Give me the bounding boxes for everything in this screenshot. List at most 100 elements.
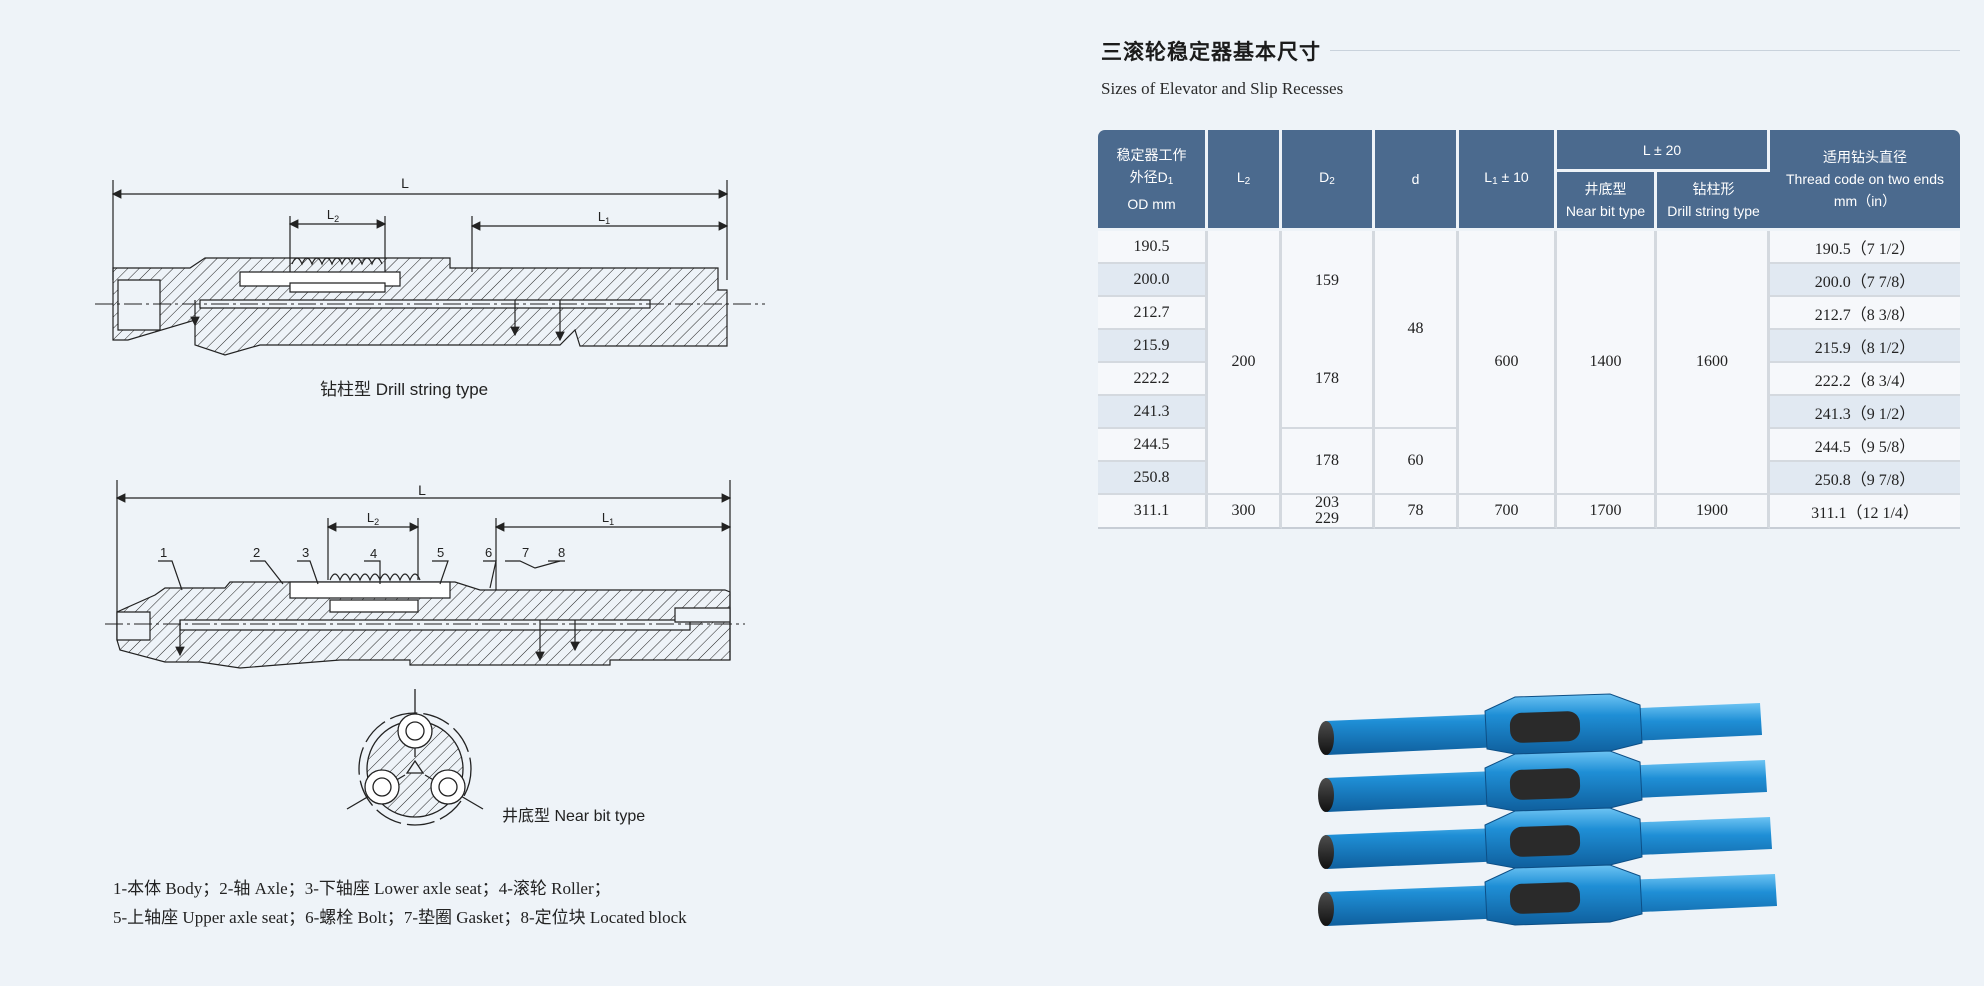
near-label-L1-text: L <box>602 510 609 525</box>
cell-thread: 250.8（9 7/8） <box>1770 462 1960 495</box>
drill-label-L1-text: L <box>598 209 605 224</box>
cell-l2: 200 <box>1208 231 1282 495</box>
stabilizer-4 <box>1318 864 1777 926</box>
near-bit-drawing <box>105 480 745 669</box>
cell-od: 241.3 <box>1098 396 1208 429</box>
cell-near-bit: 1700 <box>1557 495 1657 529</box>
drill-string-drawing <box>95 180 765 356</box>
cell-thread: 241.3（9 1/2） <box>1770 396 1960 429</box>
stabilizer-1 <box>1318 693 1762 755</box>
table-row: 190.5 200 159 48 600 1400 1600 190.5（7 1… <box>1098 231 1960 495</box>
cell-drill-string: 1600 <box>1657 231 1770 495</box>
near-label-L1-sub: 1 <box>609 517 614 527</box>
header-near-bit-cn: 井底型 <box>1584 181 1627 197</box>
drill-string-caption: 钻柱型 Drill string type <box>320 380 489 399</box>
cell-od: 212.7 <box>1098 297 1208 330</box>
table-row: 215.9 178 215.9（8 1/2） <box>1098 330 1960 429</box>
table-row: 212.7 212.7（8 3/8） <box>1098 297 1960 330</box>
cell-d: 78 <box>1375 495 1459 529</box>
table-row: 222.2 222.2（8 3/4） <box>1098 363 1960 396</box>
header-l1-text: L <box>1484 168 1493 185</box>
cell-thread: 222.2（8 3/4） <box>1770 363 1960 396</box>
cell-d2-line2: 229 <box>1315 510 1339 527</box>
header-drill-string-cn: 钻柱形 <box>1692 181 1735 197</box>
header-d2: D2 <box>1282 130 1375 231</box>
cell-d2: 159 <box>1282 231 1375 330</box>
cross-section-drawing <box>346 689 484 826</box>
part-number: 5 <box>437 545 444 560</box>
dimensions-table: 稳定器工作 外径D1 OD mm L2 D2 d L1 ± 10 L ± 20 … <box>1098 130 1960 529</box>
cell-od: 222.2 <box>1098 363 1208 396</box>
part-number: 8 <box>558 545 565 560</box>
cell-thread: 215.9（8 1/2） <box>1770 330 1960 363</box>
header-d2-text: D <box>1319 168 1330 185</box>
header-d: d <box>1375 130 1459 231</box>
cell-d: 48 <box>1375 231 1459 429</box>
part-number: 7 <box>522 545 529 560</box>
part-number: 2 <box>253 545 260 560</box>
near-bit-caption: 井底型 Near bit type <box>502 808 646 825</box>
near-label-L2-text: L <box>367 510 374 525</box>
header-l1: L1 ± 10 <box>1459 130 1557 231</box>
cell-d2-line1: 203 <box>1315 494 1339 511</box>
header-od-sub: 1 <box>1167 175 1174 187</box>
cell-thread: 212.7（8 3/8） <box>1770 297 1960 330</box>
header-l2-sub: 2 <box>1244 175 1251 187</box>
header-l1-tol: ± 10 <box>1501 168 1529 185</box>
header-l2-text: L <box>1236 168 1245 185</box>
cell-od: 200.0 <box>1098 264 1208 297</box>
header-od: 稳定器工作 外径D1 OD mm <box>1098 130 1208 231</box>
header-od-line1: 稳定器工作 <box>1116 146 1187 163</box>
header-l1-sub: 1 <box>1492 175 1498 187</box>
title-rule <box>1330 50 1960 51</box>
header-thread-cn: 适用钻头直径 <box>1823 149 1907 165</box>
table-row: 200.0 200.0（7 7/8） <box>1098 264 1960 297</box>
page-subtitle: Sizes of Elevator and Slip Recesses <box>1101 79 1344 98</box>
part-number: 3 <box>302 545 309 560</box>
cell-od: 244.5 <box>1098 429 1208 462</box>
stabilizer-2 <box>1318 750 1767 812</box>
cell-od: 311.1 <box>1098 495 1208 529</box>
cell-thread: 311.1（12 1/4） <box>1770 495 1960 529</box>
drill-label-L2-text: L <box>327 207 334 222</box>
header-l-group: L ± 20 <box>1557 130 1770 172</box>
cell-thread: 244.5（9 5/8） <box>1770 429 1960 462</box>
parts-legend-line2: 5-上轴座 Upper axle seat；6-螺栓 Bolt；7-垫圈 Gas… <box>113 908 687 927</box>
cell-d2: 178 <box>1282 429 1375 495</box>
part-number: 1 <box>160 545 167 560</box>
part-number: 6 <box>485 545 492 560</box>
cell-l1: 700 <box>1459 495 1557 529</box>
header-l2: L2 <box>1208 130 1282 231</box>
technical-drawings: L L2 L1 L L2 L1 1 2 3 <box>95 175 765 826</box>
near-label-L2: L2 <box>367 510 379 527</box>
stabilizer-3 <box>1318 807 1772 869</box>
header-thread-en2: mm（in） <box>1833 193 1897 209</box>
header-near-bit: 井底型 Near bit type <box>1557 172 1657 231</box>
header-od-line2-text: 外径D <box>1129 168 1168 185</box>
cell-od: 250.8 <box>1098 462 1208 495</box>
header-thread-en1: Thread code on two ends <box>1786 171 1944 187</box>
page-title: 三滚轮稳定器基本尺寸 <box>1101 40 1321 64</box>
near-label-L: L <box>418 482 426 498</box>
header-drill-string: 钻柱形 Drill string type <box>1657 172 1770 231</box>
header-od-line2: 外径D1 <box>1098 166 1205 193</box>
cell-drill-string: 1900 <box>1657 495 1770 529</box>
header-thread: 适用钻头直径 Thread code on two ends mm（in） <box>1770 130 1960 231</box>
header-near-bit-en: Near bit type <box>1565 203 1646 219</box>
parts-legend-line1: 1-本体 Body；2-轴 Axle；3-下轴座 Lower axle seat… <box>113 879 611 898</box>
cell-od: 190.5 <box>1098 231 1208 264</box>
stabilizer-photo <box>1318 693 1777 926</box>
part-number: 4 <box>370 546 377 561</box>
cell-thread: 200.0（7 7/8） <box>1770 264 1960 297</box>
cell-d: 60 <box>1375 429 1459 495</box>
drill-label-L1-sub: 1 <box>605 216 610 226</box>
header-d2-sub: 2 <box>1329 175 1335 187</box>
near-label-L1: L1 <box>602 510 614 527</box>
cell-l1: 600 <box>1459 231 1557 495</box>
header-drill-string-en: Drill string type <box>1667 203 1760 219</box>
cell-thread: 190.5（7 1/2） <box>1770 231 1960 264</box>
cell-od: 215.9 <box>1098 330 1208 363</box>
cell-d2: 178 <box>1282 330 1375 429</box>
cell-near-bit: 1400 <box>1557 231 1657 495</box>
cell-l2: 300 <box>1208 495 1282 529</box>
